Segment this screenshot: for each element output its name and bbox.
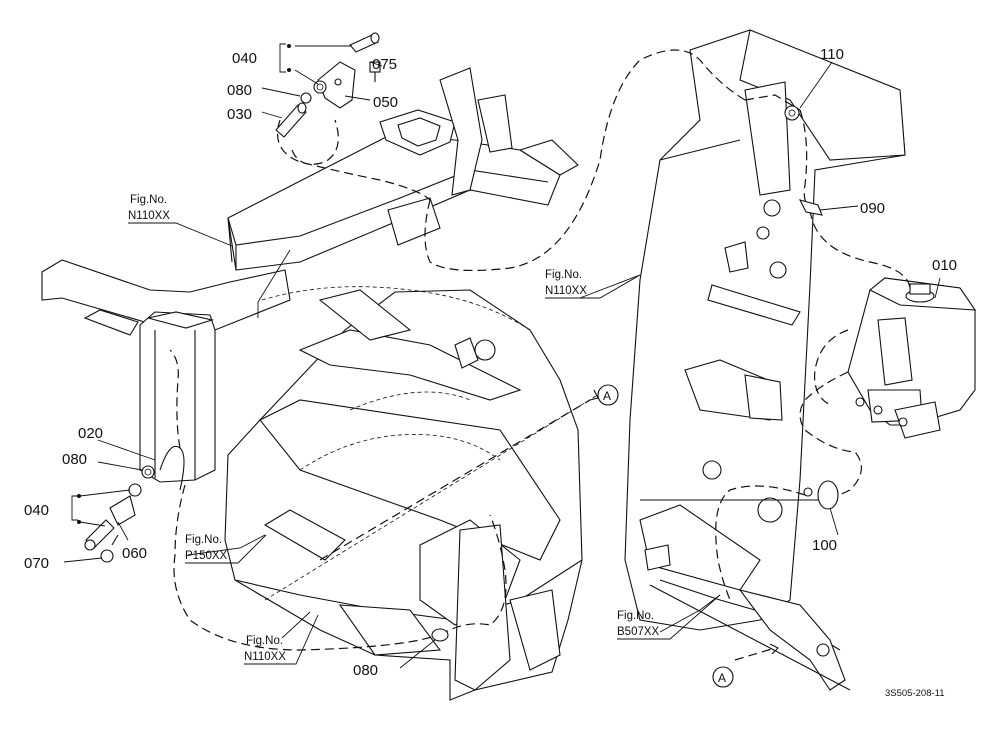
part-label-040-top: 040 [232,50,257,67]
part-070-bolt [100,534,119,563]
part-label-110: 110 [820,46,844,63]
section-marker-upper: A [597,384,619,406]
fig-ref-line2: N110XX [128,210,170,222]
wire-harness [169,49,911,651]
leader-lines [63,43,941,669]
fig-ref-mid: Fig.No. N110XX [545,269,641,299]
part-080-nut-top [313,80,327,94]
fig-ref-left: Fig.No. P150XX [185,534,267,564]
part-label-060: 060 [122,545,147,562]
section-line-a-lower [734,643,779,661]
fig-ref-right: Fig.No. B507XX [617,594,721,640]
fig-ref-line2: N110XX [545,285,587,297]
part-040-top-pin [349,32,380,53]
right-frame-plate [624,29,906,691]
part-label-080-left: 080 [62,451,87,468]
part-080-bottom-grommet [431,628,449,642]
part-110-grommet [784,105,800,121]
part-label-090: 090 [860,200,885,217]
fig-ref-line1: Fig.No. [130,194,167,206]
section-marker-lower-label: A [718,671,726,685]
part-100-grommet [803,480,839,510]
main-chassis [224,286,583,701]
section-marker-lower: A [712,666,734,688]
part-090-clip [798,199,823,216]
fig-ref-top-left: Fig.No. N110XX [128,194,233,247]
reservoir-tank [847,277,977,439]
fig-ref-line1: Fig.No. [617,610,654,622]
part-075-bolt [369,61,381,82]
fig-ref-line2: N110XX [244,651,286,663]
part-080-nut-top-2 [300,92,312,104]
fig-ref-line1: Fig.No. [185,534,222,546]
fig-ref-line1: Fig.No. [246,635,283,647]
fig-ref-line2: P150XX [185,550,228,562]
left-frame-post [41,259,291,491]
drawing-code: 3S505-208-11 [885,688,945,699]
part-label-070: 070 [24,555,49,572]
part-label-040-left: 040 [24,502,49,519]
part-label-010: 010 [932,257,957,274]
part-040-left-pin [84,519,115,551]
section-marker-upper-label: A [603,389,611,403]
upper-frame-member [227,67,579,271]
part-label-080-top: 080 [227,82,252,99]
fig-ref-bottom: Fig.No. N110XX [244,614,319,665]
part-label-020: 020 [78,425,103,442]
part-030-sleeve [275,102,307,138]
part-label-075: 075 [372,56,397,73]
fig-ref-line2: B507XX [617,626,660,638]
part-060-bracket [109,483,142,526]
part-080-nut-left [141,465,155,479]
part-label-030: 030 [227,106,252,123]
part-label-080-bottom: 080 [353,662,378,679]
part-label-050: 050 [373,94,398,111]
part-label-100: 100 [812,537,837,554]
fig-ref-line1: Fig.No. [545,269,582,281]
